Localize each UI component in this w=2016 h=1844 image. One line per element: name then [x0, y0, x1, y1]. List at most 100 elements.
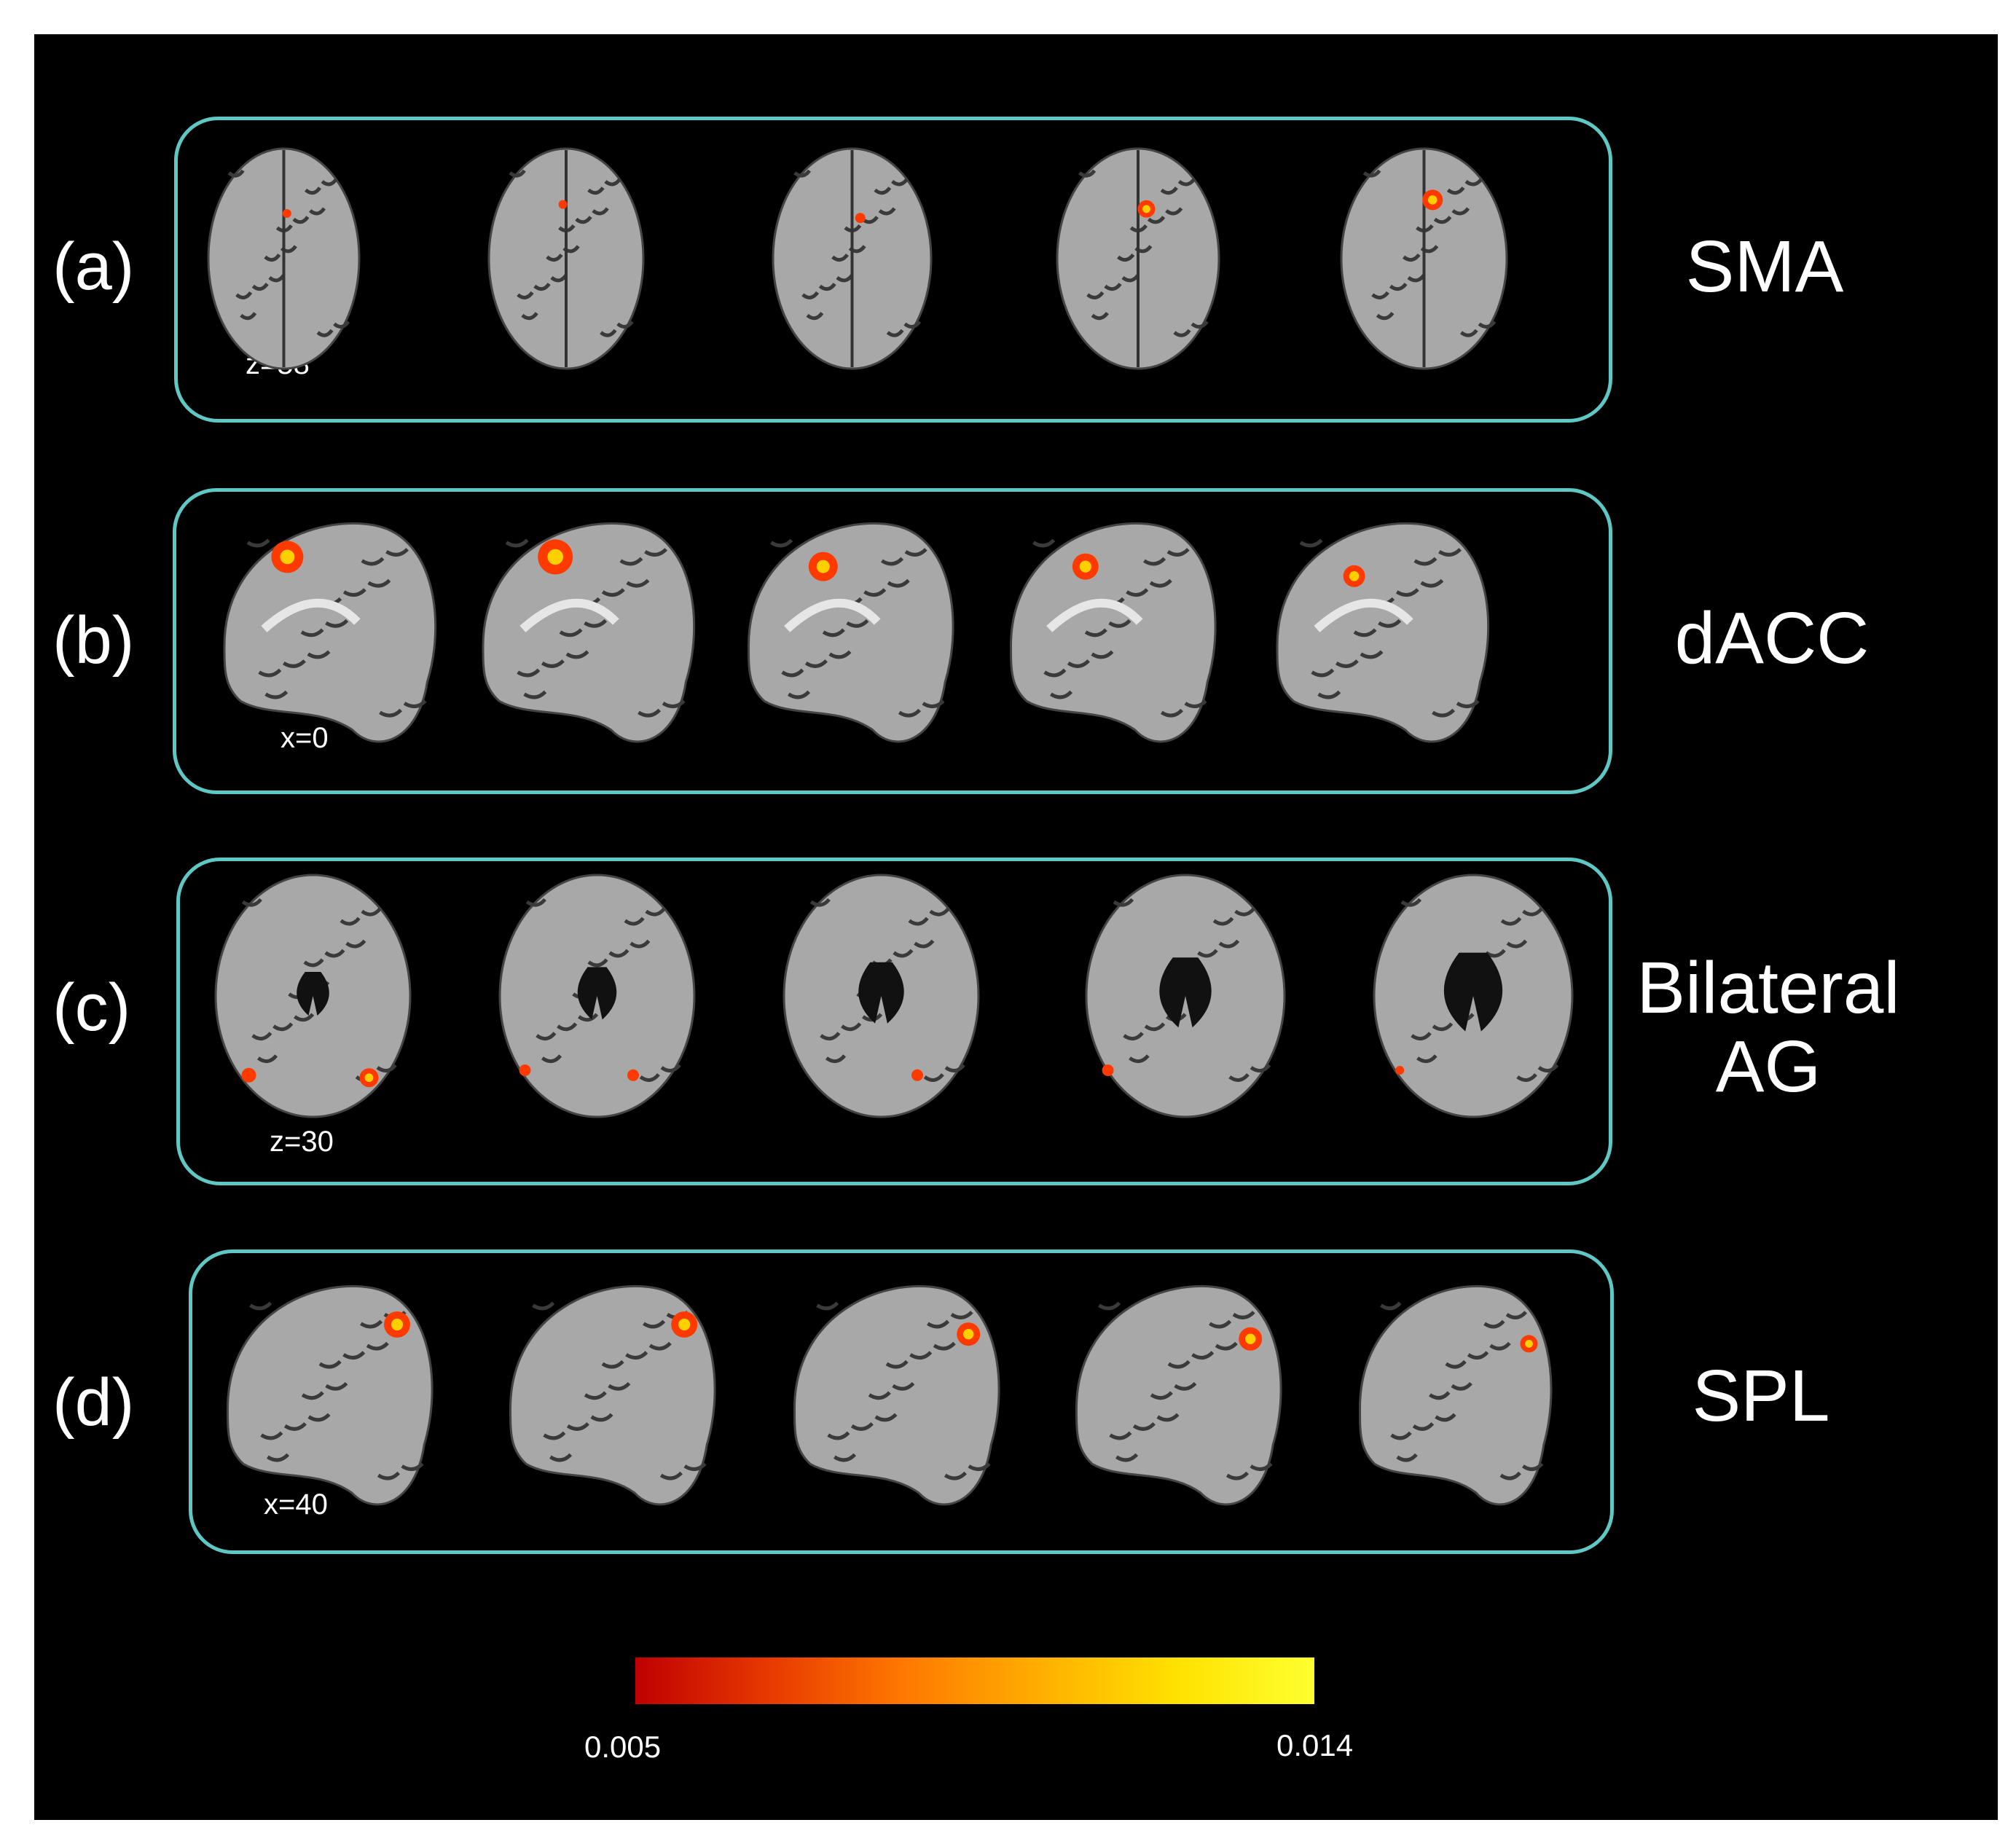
brain-slice-a-2 — [487, 147, 645, 370]
brain-sulcus — [944, 1471, 967, 1480]
brain-tissue — [747, 522, 954, 743]
brain-sulcus — [1117, 253, 1135, 262]
activation-blob-core — [816, 560, 830, 573]
brain-sulcus — [1084, 628, 1107, 637]
brain-tissue — [1276, 522, 1490, 743]
brain-sulcus — [626, 578, 650, 588]
brain-sulcus — [1250, 1462, 1273, 1471]
brain-sulcus — [1078, 169, 1097, 178]
brain-sulcus — [584, 1391, 607, 1400]
activation-blob-core — [391, 1318, 404, 1331]
brain-sulcus — [1184, 699, 1207, 708]
brain-ventricle — [858, 962, 904, 1024]
brain-sulcus — [1129, 1054, 1150, 1064]
brain-sulcus — [235, 291, 253, 299]
brain-sulcus — [841, 1022, 862, 1032]
brain-sulcus — [1389, 282, 1408, 291]
brain-sulcus — [831, 253, 849, 262]
brain-sulcus — [1400, 898, 1422, 907]
brain-sulcus — [1516, 1073, 1537, 1082]
brain-sulcus — [1160, 708, 1183, 718]
brain-slice-d-2 — [509, 1285, 716, 1506]
brain-sulcus — [933, 1341, 956, 1351]
brain-sulcus — [324, 949, 345, 958]
region-label-ag: AG — [1715, 1026, 1821, 1107]
brain-slice-a-4 — [1056, 147, 1220, 370]
brain-sulcus — [1335, 659, 1359, 668]
activation-blob — [1102, 1064, 1114, 1076]
brain-sulcus — [1147, 216, 1166, 224]
brain-sulcus — [601, 1360, 624, 1369]
brain-sulcus — [251, 283, 269, 291]
brain-sulcus — [1177, 178, 1196, 187]
brain-sulcus — [401, 1462, 424, 1471]
brain-sulcus — [517, 668, 541, 678]
brain-sulcus — [1522, 907, 1543, 917]
brain-ventricle — [577, 967, 617, 1020]
brain-sulcus — [505, 538, 529, 548]
brain-sulcus — [587, 187, 605, 195]
activation-blob — [282, 209, 291, 218]
brain-sulcus — [1050, 690, 1073, 699]
colorbar-max-label: 0.014 — [1276, 1728, 1354, 1762]
brain-sulcus — [517, 291, 534, 299]
brain-slice-c-1 — [214, 874, 412, 1118]
panel-label-a: (a) — [52, 229, 135, 304]
brain-sulcus — [1032, 538, 1056, 548]
brain-slice-b-3 — [747, 522, 954, 743]
brain-slice-d-3 — [793, 1285, 1000, 1506]
brain-sulcus — [1043, 668, 1067, 678]
brain-sulcus — [403, 699, 427, 708]
brain-sulcus — [592, 207, 609, 216]
brain-sulcus — [1067, 659, 1090, 668]
brain-sulcus — [886, 329, 904, 337]
brain-slice-b-1 — [223, 522, 437, 743]
activation-blob-core — [1349, 571, 1360, 581]
brain-sulcus — [1174, 1381, 1197, 1391]
brain-sulcus — [887, 578, 910, 588]
brain-sulcus — [904, 548, 927, 557]
brain-slice-c-5 — [1373, 874, 1574, 1118]
brain-sulcus — [1411, 1032, 1432, 1041]
brain-sulcus — [318, 1360, 342, 1369]
brain-sulcus — [509, 169, 526, 178]
brain-sulcus — [1115, 1453, 1139, 1462]
brain-sulcus — [1091, 312, 1109, 321]
panel-label-b: (b) — [52, 603, 135, 678]
brain-sulcus — [1218, 939, 1240, 949]
brain-sulcus — [816, 1301, 839, 1311]
brain-sulcus — [863, 588, 887, 597]
brain-sulcus — [1126, 588, 1149, 597]
brain-sulcus — [1412, 1422, 1435, 1431]
brain-sulcus — [1144, 1022, 1166, 1032]
brain-sulcus — [342, 588, 366, 597]
brain-sulcus — [1429, 1391, 1451, 1400]
brain-sulcus — [1467, 1351, 1489, 1360]
brain-sulcus — [258, 668, 282, 678]
brain-sulcus — [619, 557, 643, 566]
brain-sulcus — [546, 253, 563, 262]
brain-sulcus — [1395, 588, 1419, 597]
activation-blob-core — [1142, 205, 1150, 213]
brain-sulcus — [1378, 619, 1402, 628]
brain-sulcus — [944, 1064, 965, 1072]
brain-sulcus — [929, 907, 950, 917]
brain-sulcus — [903, 320, 922, 329]
brain-sulcus — [608, 949, 629, 958]
brain-sulcus — [376, 1064, 397, 1072]
coord-label-b: x=0 — [281, 722, 329, 754]
brain-sulcus — [846, 619, 869, 628]
brain-sulcus — [881, 557, 904, 566]
brain-sulcus — [788, 690, 811, 699]
brain-sulcus — [559, 628, 583, 637]
activation-blob — [519, 1064, 531, 1076]
brain-sulcus — [850, 1422, 874, 1431]
brain-sulcus — [1215, 1341, 1238, 1351]
brain-sulcus — [565, 650, 589, 659]
brain-sulcus — [638, 708, 662, 718]
brain-sulcus — [340, 917, 361, 926]
activation-blob — [911, 1069, 923, 1081]
brain-sulcus — [577, 1013, 599, 1022]
brain-sulcus — [885, 1360, 909, 1369]
brain-sulcus — [227, 169, 245, 178]
